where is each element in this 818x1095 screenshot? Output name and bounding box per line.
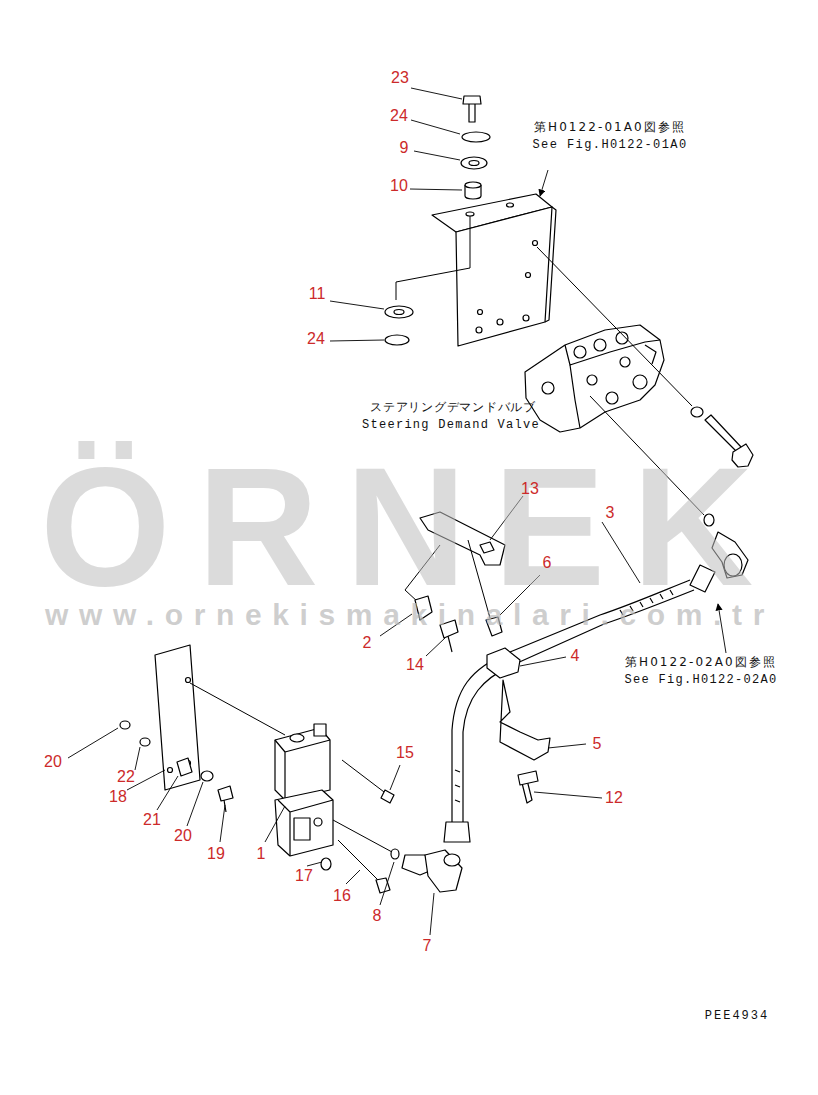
callout-number: 3 (606, 504, 615, 522)
callout-number: 24 (307, 330, 325, 348)
drawing-code: PEE4934 (705, 1010, 769, 1023)
callout-number: 7 (423, 937, 432, 955)
callout-number: 20 (44, 753, 62, 771)
callout-number: 5 (593, 735, 602, 753)
reference-note: See Fig.H0122-02A0 (625, 674, 778, 687)
watermark: ÖRNEK (40, 435, 780, 620)
reference-note: ステアリングデマンドバルブ (370, 401, 536, 414)
callout-number: 4 (571, 647, 580, 665)
reference-note: Steering Demand Valve (362, 419, 540, 432)
callout-number: 24 (390, 107, 408, 125)
callout-number: 14 (406, 656, 424, 674)
callout-number: 18 (109, 788, 127, 806)
callout-number: 10 (390, 177, 408, 195)
callout-number: 1 (257, 845, 266, 863)
callout-number: 9 (400, 139, 409, 157)
callout-number: 21 (143, 811, 161, 829)
callout-number: 11 (309, 285, 326, 303)
callout-number: 23 (391, 69, 409, 87)
reference-note: 第H0122-02A0図参照 (625, 656, 777, 669)
washer-24 (462, 132, 490, 142)
steering-demand-valve (525, 325, 664, 432)
callout-number: 17 (295, 867, 313, 885)
bolt-23 (463, 96, 481, 122)
callout-number: 22 (117, 768, 135, 786)
callout-number: 19 (207, 845, 225, 863)
callout-number: 15 (396, 744, 414, 762)
callout-number: 8 (373, 907, 382, 925)
callout-number: 6 (543, 554, 552, 572)
watermark-url: www.ornekismakinalari.com.tr (45, 598, 775, 631)
reference-note: See Fig.H0122-01A0 (533, 139, 688, 152)
callout-number: 20 (174, 827, 192, 845)
valve (275, 724, 333, 856)
callout-number: 2 (363, 634, 372, 652)
callout-number: 12 (605, 789, 623, 807)
reference-note: 第H0122-01A0図参照 (534, 121, 686, 134)
callout-number: 16 (333, 887, 351, 905)
callout-number: 13 (521, 480, 539, 498)
bracket (432, 194, 556, 346)
